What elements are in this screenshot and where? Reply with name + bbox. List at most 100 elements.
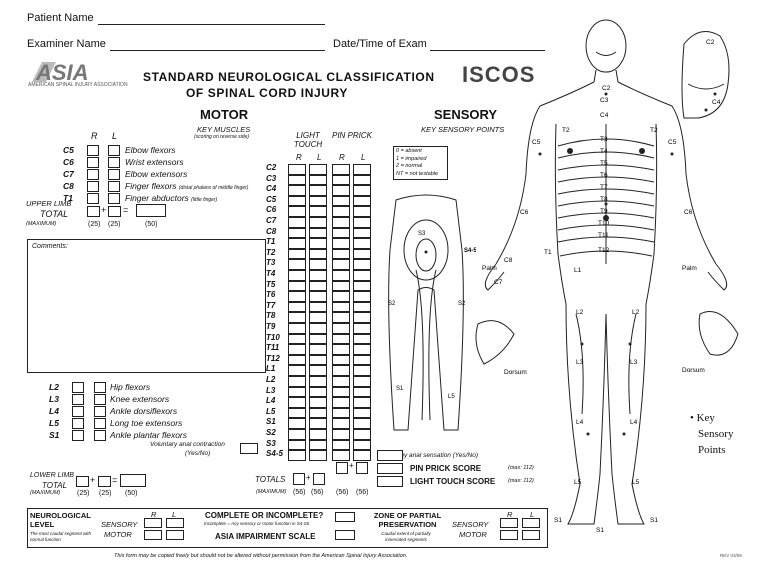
sensory-score-cell[interactable]: [353, 291, 371, 302]
sensory-score-cell[interactable]: [353, 195, 371, 207]
motor-score-r[interactable]: [87, 181, 99, 192]
neuro-sensory-l-box[interactable]: [166, 518, 184, 528]
motor-score-r[interactable]: [87, 157, 99, 168]
sensory-score-cell[interactable]: [288, 185, 306, 196]
lower-total-r-box[interactable]: [76, 476, 89, 487]
pp-total-r-box[interactable]: [336, 462, 348, 474]
sensory-score-cell[interactable]: [332, 397, 350, 408]
sensory-score-cell[interactable]: [332, 418, 350, 429]
sensory-score-cell[interactable]: [353, 259, 371, 270]
sensory-score-cell[interactable]: [353, 227, 371, 239]
sensory-score-cell[interactable]: [332, 259, 350, 270]
sensory-score-cell[interactable]: [309, 259, 327, 270]
voluntary-anal-box[interactable]: [240, 443, 258, 454]
sensory-score-cell[interactable]: [353, 333, 371, 345]
sensory-score-cell[interactable]: [332, 195, 350, 207]
motor-score-l[interactable]: [108, 181, 120, 192]
upper-total-r-box[interactable]: [87, 206, 100, 217]
sensory-score-cell[interactable]: [309, 174, 327, 186]
sensory-score-cell[interactable]: [332, 450, 350, 461]
sensory-score-cell[interactable]: [353, 418, 371, 429]
sensory-score-cell[interactable]: [353, 450, 371, 461]
sensory-score-cell[interactable]: [353, 185, 371, 196]
sensory-score-cell[interactable]: [309, 365, 327, 376]
sensory-score-cell[interactable]: [353, 270, 371, 281]
sensory-score-cell[interactable]: [332, 407, 350, 419]
sensory-score-cell[interactable]: [332, 248, 350, 260]
sensory-score-cell[interactable]: [288, 386, 306, 398]
neuro-motor-r-box[interactable]: [144, 530, 162, 540]
sensory-score-cell[interactable]: [332, 323, 350, 334]
lower-total-l-box[interactable]: [98, 476, 111, 487]
complete-box[interactable]: [335, 512, 355, 522]
motor-score-l[interactable]: [94, 406, 106, 417]
sensory-score-cell[interactable]: [332, 354, 350, 366]
motor-score-r[interactable]: [87, 145, 99, 156]
sensory-score-cell[interactable]: [353, 206, 371, 217]
sensory-score-cell[interactable]: [353, 365, 371, 376]
motor-score-r[interactable]: [72, 406, 84, 417]
motor-score-l[interactable]: [94, 418, 106, 429]
motor-score-r[interactable]: [72, 382, 84, 393]
motor-score-r[interactable]: [72, 430, 84, 441]
comments-box[interactable]: Comments:: [27, 239, 266, 373]
motor-score-l[interactable]: [94, 382, 106, 393]
sensory-score-cell[interactable]: [288, 418, 306, 429]
sensory-score-cell[interactable]: [288, 312, 306, 323]
sensory-score-cell[interactable]: [332, 333, 350, 345]
light-touch-score-box[interactable]: [377, 476, 403, 487]
zone-motor-l-box[interactable]: [522, 530, 540, 540]
sensory-score-cell[interactable]: [309, 238, 327, 249]
motor-score-l[interactable]: [108, 193, 120, 204]
lt-total-l-box[interactable]: [313, 473, 325, 485]
sensory-score-cell[interactable]: [288, 397, 306, 408]
sensory-score-cell[interactable]: [309, 312, 327, 323]
sensory-score-cell[interactable]: [332, 429, 350, 440]
sensory-score-cell[interactable]: [353, 280, 371, 292]
sensory-score-cell[interactable]: [288, 270, 306, 281]
sensory-score-cell[interactable]: [309, 280, 327, 292]
sensory-score-cell[interactable]: [309, 333, 327, 345]
sensory-score-cell[interactable]: [332, 365, 350, 376]
sensory-score-cell[interactable]: [309, 206, 327, 217]
sensory-score-cell[interactable]: [353, 344, 371, 355]
pin-prick-score-box[interactable]: [377, 463, 403, 474]
motor-score-r[interactable]: [87, 169, 99, 180]
motor-score-r[interactable]: [72, 418, 84, 429]
neuro-motor-l-box[interactable]: [166, 530, 184, 540]
sensory-score-cell[interactable]: [332, 291, 350, 302]
motor-score-r[interactable]: [72, 394, 84, 405]
sensory-score-cell[interactable]: [288, 174, 306, 186]
sensory-score-cell[interactable]: [309, 418, 327, 429]
sensory-score-cell[interactable]: [288, 376, 306, 387]
zone-motor-r-box[interactable]: [500, 530, 518, 540]
patient-name-field[interactable]: [98, 12, 325, 25]
sensory-score-cell[interactable]: [288, 344, 306, 355]
sensory-score-cell[interactable]: [353, 429, 371, 440]
sensory-score-cell[interactable]: [288, 217, 306, 228]
sensory-score-cell[interactable]: [332, 206, 350, 217]
sensory-score-cell[interactable]: [309, 376, 327, 387]
lower-total-sum-box[interactable]: [120, 474, 146, 487]
sensory-score-cell[interactable]: [309, 323, 327, 334]
sensory-score-cell[interactable]: [288, 164, 306, 175]
date-time-field[interactable]: [430, 38, 545, 51]
neuro-sensory-r-box[interactable]: [144, 518, 162, 528]
lt-total-r-box[interactable]: [293, 473, 305, 485]
sensory-score-cell[interactable]: [353, 376, 371, 387]
sensory-score-cell[interactable]: [288, 429, 306, 440]
sensory-score-cell[interactable]: [309, 397, 327, 408]
motor-score-l[interactable]: [108, 157, 120, 168]
sensory-score-cell[interactable]: [288, 195, 306, 207]
upper-total-l-box[interactable]: [108, 206, 121, 217]
sensory-score-cell[interactable]: [288, 301, 306, 313]
sensory-score-cell[interactable]: [288, 333, 306, 345]
sensory-score-cell[interactable]: [353, 439, 371, 451]
sensory-score-cell[interactable]: [288, 259, 306, 270]
sensory-score-cell[interactable]: [353, 238, 371, 249]
sensory-score-cell[interactable]: [353, 354, 371, 366]
sensory-score-cell[interactable]: [332, 280, 350, 292]
sensory-score-cell[interactable]: [288, 206, 306, 217]
sensory-score-cell[interactable]: [288, 407, 306, 419]
sensory-score-cell[interactable]: [353, 407, 371, 419]
